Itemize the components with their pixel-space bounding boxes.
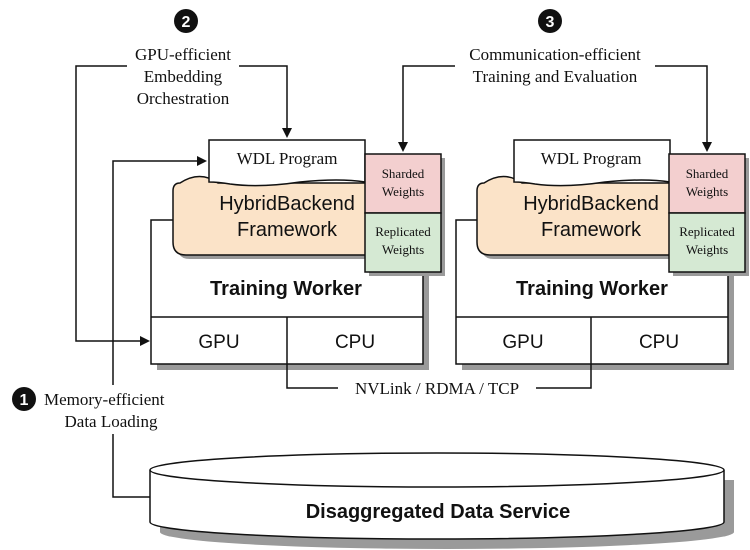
worker-1-replicated-line2: Weights xyxy=(382,242,424,257)
worker-1-title: Training Worker xyxy=(210,278,362,300)
worker-1-program-doc xyxy=(208,139,366,187)
worker-1-sharded-line2: Weights xyxy=(382,184,424,199)
worker-1-framework-line2: Framework xyxy=(237,219,338,241)
worker-1-program-label: WDL Program xyxy=(237,149,338,168)
interconnect-label: NVLink / RDMA / TCP xyxy=(355,379,519,398)
training-worker-2: Training Worker GPU CPU HybridBackend Fr… xyxy=(455,139,749,370)
worker-2-program-label: WDL Program xyxy=(541,149,642,168)
worker-1-sharded-weights xyxy=(364,153,442,214)
step-2-line1: GPU-efficient xyxy=(135,45,231,64)
step-1-arrow-upper xyxy=(112,156,207,385)
worker-1-replicated-weights xyxy=(364,212,442,273)
step-2-number: 2 xyxy=(182,14,191,31)
step-1-line1: Memory-efficient xyxy=(44,390,165,409)
worker-2-framework xyxy=(476,175,675,256)
data-service-label: Disaggregated Data Service xyxy=(306,501,571,523)
step-2-line3: Orchestration xyxy=(137,89,230,108)
step-1-badge xyxy=(12,387,36,411)
step-2-arrow-to-program xyxy=(239,65,292,138)
data-service-top xyxy=(149,452,725,488)
worker-2-framework-line1: HybridBackend xyxy=(523,193,659,215)
interconnect: NVLink / RDMA / TCP xyxy=(286,364,592,399)
step-3-line1: Communication-efficient xyxy=(469,45,641,64)
step-3-arrow-to-worker-1-weights xyxy=(398,65,455,152)
worker-2-gpu: GPU xyxy=(502,332,543,353)
worker-2-title: Training Worker xyxy=(516,278,668,300)
step-3-badge xyxy=(538,9,562,33)
step-3-line2: Training and Evaluation xyxy=(473,67,638,86)
worker-1-gpu: GPU xyxy=(198,332,239,353)
interconnect-label-bg xyxy=(338,377,536,399)
worker-2-framework-line2: Framework xyxy=(541,219,642,241)
training-worker-1: Training Worker GPU CPU HybridBackend Fr… xyxy=(150,139,445,370)
worker-2-sharded-line1: Sharded xyxy=(686,166,729,181)
data-service-body xyxy=(149,470,725,540)
worker-1-framework-line1: HybridBackend xyxy=(219,193,355,215)
worker-1-replicated-line1: Replicated xyxy=(375,224,431,239)
step-3-number: 3 xyxy=(546,14,555,31)
step-3-arrow-to-worker-2-weights xyxy=(655,65,712,152)
step-1-arrow-to-program xyxy=(112,434,150,498)
step-1-line2: Data Loading xyxy=(65,412,158,431)
worker-1-sharded-line1: Sharded xyxy=(382,166,425,181)
worker-2-replicated-line2: Weights xyxy=(686,242,728,257)
step-1-annotation: 1 Memory-efficient Data Loading xyxy=(12,156,207,498)
step-3-annotation: 3 Communication-efficient Training and E… xyxy=(398,9,712,152)
worker-2-program-doc xyxy=(513,139,671,187)
step-2-annotation: 2 GPU-efficient Embedding Orchestration xyxy=(75,9,292,346)
step-1-number: 1 xyxy=(20,392,29,409)
worker-2-replicated-line1: Replicated xyxy=(679,224,735,239)
worker-1-cpu: CPU xyxy=(335,332,375,353)
step-2-badge xyxy=(174,9,198,33)
step-2-arrow-to-gpu xyxy=(75,65,150,346)
worker-2-sharded-weights xyxy=(668,153,746,214)
worker-2-sharded-line2: Weights xyxy=(686,184,728,199)
worker-2-cpu: CPU xyxy=(639,332,679,353)
step-2-line2: Embedding xyxy=(144,67,223,86)
data-service: Disaggregated Data Service xyxy=(149,452,734,549)
worker-1-framework xyxy=(172,175,371,256)
worker-2-replicated-weights xyxy=(668,212,746,273)
